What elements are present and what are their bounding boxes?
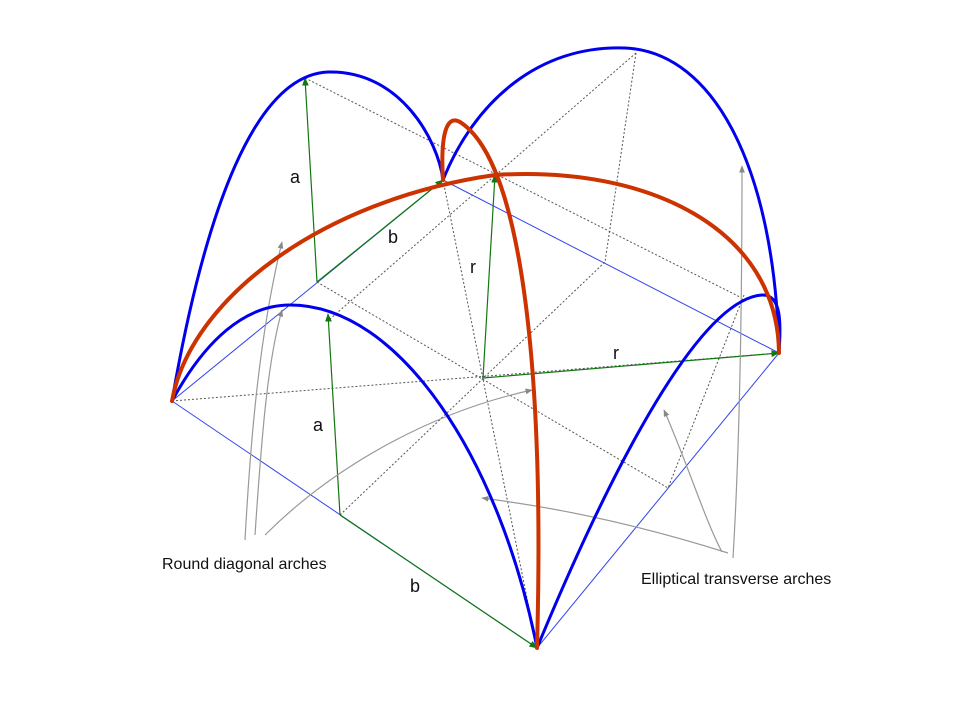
- leader-right-to-back-arch: [732, 165, 745, 559]
- construction-diagonal-left-right: [171, 352, 780, 402]
- leader-right-to-front-arch: [481, 495, 729, 554]
- base-edge-front-right: [536, 352, 780, 649]
- dimension-arrow-b-upper: [316, 179, 444, 283]
- leader-right-to-right-arch: [663, 409, 723, 553]
- dimension-arrows: [302, 77, 780, 649]
- diagonal-arch-left-right: [170, 172, 781, 403]
- dimension-arrow-r-right: [482, 350, 780, 379]
- construction-top-rib-left: [304, 77, 741, 298]
- transverse-arches: [170, 46, 782, 650]
- leader-lines: [244, 165, 745, 559]
- label-b-upper: b: [388, 227, 398, 247]
- transverse-arch-left-front: [170, 303, 539, 650]
- construction-midline-left-right: [339, 261, 606, 516]
- label-r-upper: r: [470, 257, 476, 277]
- leader-left-to-front-diagonal: [264, 388, 533, 536]
- construction-vertical-rear-right: [604, 52, 637, 263]
- dimension-arrow-r-upper: [482, 174, 498, 379]
- dimension-arrow-a-upper: [302, 77, 318, 283]
- label-a-upper: a: [290, 167, 301, 187]
- label-a-lower: a: [313, 415, 324, 435]
- transverse-arch-left-back: [170, 70, 445, 403]
- label-b-lower: b: [410, 576, 420, 596]
- dimension-arrow-b-lower: [339, 514, 538, 649]
- diagonal-arches: [170, 118, 781, 650]
- caption-elliptical-transverse-arches: Elliptical transverse arches: [641, 571, 831, 588]
- construction-top-rib-right: [329, 52, 637, 320]
- leader-left-to-diagonal-arch: [244, 241, 284, 541]
- label-r-right: r: [613, 343, 619, 363]
- construction-diagonal-back-front: [442, 179, 538, 649]
- construction-vertical-right-front: [667, 294, 745, 489]
- transverse-arch-back-right: [441, 46, 781, 355]
- dimension-arrow-a-lower: [325, 313, 341, 516]
- construction-midline-back-front: [316, 281, 669, 489]
- leader-left-to-bottom-arch: [254, 309, 284, 536]
- diagonal-arch-back-front: [440, 118, 541, 650]
- construction-lines: [171, 52, 780, 649]
- caption-round-diagonal-arches: Round diagonal arches: [162, 556, 327, 573]
- base-edge-right-back: [442, 179, 780, 354]
- transverse-arch-front-right: [535, 293, 782, 650]
